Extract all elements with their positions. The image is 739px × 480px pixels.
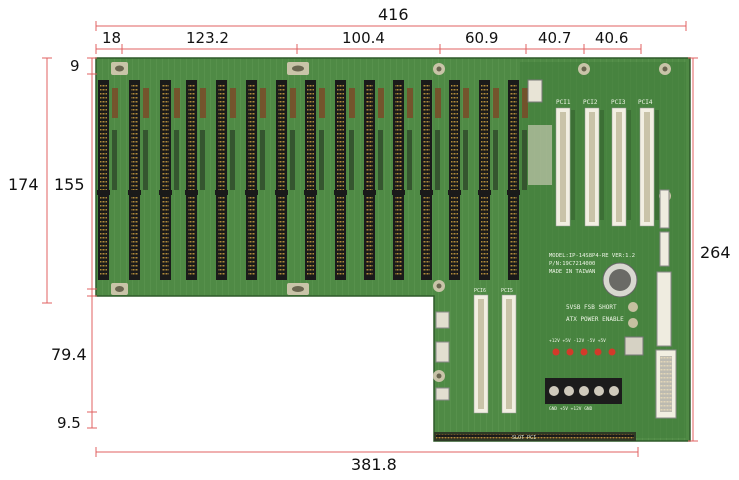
isa-slot: [159, 80, 180, 280]
lower-pci-slot-label: PCI5: [501, 288, 513, 294]
lower-pci-slots: [473, 294, 517, 414]
isa-slot: [215, 80, 236, 280]
mounting-hole: [433, 280, 445, 292]
dim-bottom-total: 381.8: [351, 455, 397, 474]
terminal-screw: [549, 386, 559, 396]
pci-slot: [584, 107, 604, 227]
pci-slot-label: PCI2: [583, 99, 598, 106]
isa-slot: [478, 80, 499, 280]
isa-slot: [334, 80, 355, 280]
mounting-hole: [287, 283, 309, 295]
dim-left-bottom: 9.5: [57, 414, 81, 432]
mounting-hole: [287, 62, 309, 75]
silk-power-row: +12V +5V -12V -5V +5V: [549, 338, 606, 344]
dim-top-segment: 18: [102, 29, 122, 47]
pci-slots: [555, 107, 659, 227]
dim-top-segment: 40.7: [538, 29, 572, 47]
edge-label: SLOT PCI: [512, 435, 536, 441]
terminal-screw: [609, 386, 619, 396]
led-indicator: [580, 348, 588, 356]
silk-jumper: ATX POWER ENABLE: [566, 316, 624, 323]
dimension-lines: [42, 21, 698, 457]
dim-left-lower: 79.4: [51, 345, 87, 364]
silk-made-in: MADE IN TAIWAN: [549, 269, 595, 275]
pci-slot-label: PCI4: [638, 99, 653, 106]
mounting-hole: [578, 63, 590, 75]
dim-top-segment: 40.6: [595, 29, 629, 47]
led-indicator: [566, 348, 574, 356]
pci-slot: [611, 107, 631, 227]
silk-jumper: 5VSB FSB SHORT: [566, 304, 617, 311]
isa-slots: [97, 80, 528, 280]
resistor-pack: [528, 125, 552, 185]
isa-slot: [245, 80, 266, 280]
dim-left-total: 174: [8, 175, 39, 194]
pci-slot: [473, 294, 489, 414]
pci-slot-label: PCI1: [556, 99, 571, 106]
mounting-hole: [111, 62, 128, 75]
isa-slot: [97, 80, 118, 280]
silk-terminal-row: GND +5V +12V GND: [549, 406, 593, 412]
dim-top-segment: 123.2: [186, 29, 229, 47]
pci-slot-label: PCI3: [611, 99, 626, 106]
header-connector: [659, 231, 670, 267]
isa-slot: [420, 80, 441, 280]
header-connector: [659, 189, 670, 229]
pci-slot: [639, 107, 659, 227]
led-indicator: [608, 348, 616, 356]
header-connector: [656, 271, 672, 347]
isa-slot: [128, 80, 149, 280]
silk-model: MODEL:IP-14S8P4-RE VER:1.2: [549, 253, 635, 259]
mounting-hole: [433, 370, 445, 382]
mounting-hole: [433, 63, 445, 75]
isa-slot: [185, 80, 206, 280]
isa-slot: [304, 80, 325, 280]
isa-slot: [507, 80, 528, 280]
dim-right-total: 264: [700, 243, 731, 262]
led-indicator: [594, 348, 602, 356]
led-indicator: [552, 348, 560, 356]
dim-top-segment: 60.9: [465, 29, 499, 47]
isa-slot: [363, 80, 384, 280]
pci-slot: [555, 107, 575, 227]
dim-top-total: 416: [378, 5, 409, 24]
right-side-components: [435, 79, 677, 419]
terminal-screw: [564, 386, 574, 396]
mounting-hole: [659, 63, 671, 75]
pci-slot: [501, 294, 517, 414]
isa-slot: [448, 80, 469, 280]
lower-pci-slot-label: PCI6: [474, 288, 486, 294]
terminal-screw: [594, 386, 604, 396]
mounting-holes: [111, 62, 671, 392]
dim-top-segment: 100.4: [342, 29, 385, 47]
dim-left-inner: 155: [54, 175, 85, 194]
dim-left-top: 9: [70, 57, 80, 75]
small-connector: [527, 79, 543, 103]
isa-slot: [275, 80, 296, 280]
mounting-hole: [111, 283, 128, 295]
isa-slot: [392, 80, 413, 280]
terminal-screw: [579, 386, 589, 396]
silk-part-number: P/N:19C7214000: [549, 261, 595, 267]
